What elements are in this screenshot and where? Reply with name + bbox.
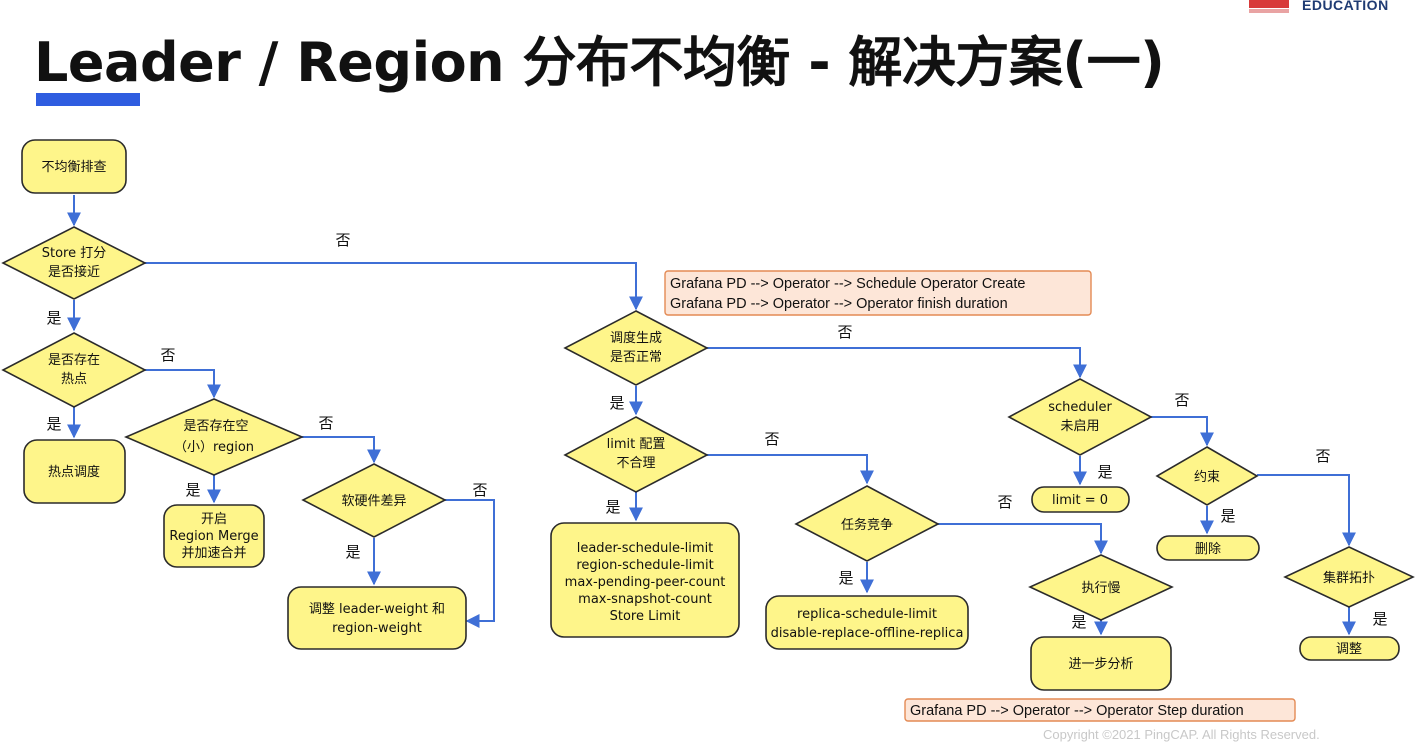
svg-text:Grafana PD --> Operator --> Sc: Grafana PD --> Operator --> Schedule Ope… xyxy=(670,276,1025,292)
node-text: 不均衡排查 xyxy=(41,160,106,175)
operator-note: Grafana PD --> Operator --> Schedule Ope… xyxy=(664,270,1092,316)
edge-scheduler-no xyxy=(1151,416,1214,447)
edge-schedule-no xyxy=(707,347,1087,379)
label-no: 否 xyxy=(318,414,333,432)
label-no: 否 xyxy=(160,346,175,364)
svg-text:Region Merge: Region Merge xyxy=(169,529,258,544)
node-slow-exec: 执行慢 xyxy=(1028,554,1174,621)
label-no: 否 xyxy=(764,430,779,448)
svg-text:开启: 开启 xyxy=(201,512,227,527)
svg-text:进一步分析: 进一步分析 xyxy=(1068,657,1133,672)
label-no: 否 xyxy=(1174,391,1189,409)
svg-text:热点: 热点 xyxy=(61,372,87,387)
node-limit-config: limit 配置 不合理 xyxy=(563,416,709,493)
label-yes: 是 xyxy=(46,309,61,327)
label-yes: 是 xyxy=(1071,613,1086,631)
label-no: 否 xyxy=(837,323,852,341)
copyright-text: Copyright ©2021 PingCAP. All Rights Rese… xyxy=(1043,727,1320,742)
node-limit-list: leader-schedule-limit region-schedule-li… xyxy=(550,522,740,638)
svg-text:Grafana PD --> Operator --> Op: Grafana PD --> Operator --> Operator Ste… xyxy=(910,703,1244,719)
node-hotspot: 是否存在 热点 xyxy=(1,332,147,408)
svg-text:是否存在: 是否存在 xyxy=(48,353,100,368)
svg-text:max-snapshot-count: max-snapshot-count xyxy=(578,592,712,607)
label-yes: 是 xyxy=(46,415,61,433)
svg-text:软硬件差异: 软硬件差异 xyxy=(341,494,406,509)
svg-text:任务竞争: 任务竞争 xyxy=(841,517,893,533)
svg-text:热点调度: 热点调度 xyxy=(48,464,100,480)
svg-text:删除: 删除 xyxy=(1195,542,1221,557)
label-yes: 是 xyxy=(1097,463,1112,481)
svg-text:replica-schedule-limit: replica-schedule-limit xyxy=(797,607,937,622)
node-scheduler-off: scheduler 未启用 xyxy=(1007,378,1153,456)
svg-text:集群拓扑: 集群拓扑 xyxy=(1323,570,1375,586)
edge-constraint-no xyxy=(1257,474,1356,547)
svg-text:不合理: 不合理 xyxy=(616,456,655,471)
svg-text:max-pending-peer-count: max-pending-peer-count xyxy=(565,575,726,590)
svg-text:并加速合并: 并加速合并 xyxy=(181,546,246,561)
svg-text:Grafana PD --> Operator --> Op: Grafana PD --> Operator --> Operator fin… xyxy=(670,296,1008,312)
edge-store-no xyxy=(145,262,643,311)
svg-text:是否正常: 是否正常 xyxy=(610,350,662,365)
node-further-analysis: 进一步分析 xyxy=(1030,636,1172,691)
node-hot-schedule: 热点调度 xyxy=(23,439,126,504)
edge-task-no xyxy=(938,523,1108,555)
edge-hw-no xyxy=(445,499,495,628)
node-limit-zero: limit = 0 xyxy=(1031,486,1130,513)
svg-text:约束: 约束 xyxy=(1194,470,1220,485)
edge-hotspot-no xyxy=(145,369,221,399)
edges xyxy=(67,195,1356,636)
node-adjust: 调整 xyxy=(1299,636,1400,661)
svg-text:limit = 0: limit = 0 xyxy=(1052,493,1108,508)
edge-limit-no xyxy=(707,454,874,485)
label-yes: 是 xyxy=(838,569,853,587)
label-yes: 是 xyxy=(345,543,360,561)
node-constraint: 约束 xyxy=(1155,446,1259,506)
node-region-merge: 开启 Region Merge 并加速合并 xyxy=(163,504,265,568)
label-no: 否 xyxy=(335,231,350,249)
edge-empty-no xyxy=(302,436,381,464)
node-empty-region: 是否存在空 （小）region xyxy=(123,398,305,476)
svg-text:调度生成: 调度生成 xyxy=(610,330,662,346)
node-hw-diff: 软硬件差异 xyxy=(301,463,447,538)
node-adjust-weight: 调整 leader-weight 和 region-weight xyxy=(287,586,467,650)
node-store-score: Store 打分 是否接近 xyxy=(1,226,147,300)
slide-title: Leader / Region 分布不均衡 - 解决方案(一) xyxy=(34,31,1165,94)
node-topology: 集群拓扑 xyxy=(1283,546,1415,608)
step-note: Grafana PD --> Operator --> Operator Ste… xyxy=(904,698,1296,722)
svg-text:是否存在空: 是否存在空 xyxy=(183,419,248,434)
label-yes: 是 xyxy=(1220,507,1235,525)
label-no: 否 xyxy=(997,493,1012,511)
edge-labels: 否 是 是 否 是 否 是 否 是 否 是 否 是 否 是 是 否 是 否 是 xyxy=(46,231,1387,631)
label-yes: 是 xyxy=(609,394,624,412)
svg-text:leader-schedule-limit: leader-schedule-limit xyxy=(577,541,714,556)
svg-text:未启用: 未启用 xyxy=(1060,419,1099,434)
svg-text:调整 leader-weight 和: 调整 leader-weight 和 xyxy=(309,602,445,617)
svg-text:调整: 调整 xyxy=(1336,642,1362,657)
label-yes: 是 xyxy=(185,481,200,499)
label-yes: 是 xyxy=(1372,610,1387,628)
svg-text:执行慢: 执行慢 xyxy=(1081,580,1120,596)
node-schedule-gen: 调度生成 是否正常 xyxy=(563,310,709,386)
label-no: 否 xyxy=(472,481,487,499)
node-delete: 删除 xyxy=(1156,535,1260,561)
label-no: 否 xyxy=(1315,447,1330,465)
pingcap-logo-icon xyxy=(1249,0,1289,14)
svg-text:scheduler: scheduler xyxy=(1048,400,1112,415)
education-label: EDUCATION xyxy=(1302,0,1389,13)
svg-text:Store 打分: Store 打分 xyxy=(42,246,107,261)
svg-text:region-weight: region-weight xyxy=(332,621,422,636)
svg-text:disable-replace-offline-replic: disable-replace-offline-replica xyxy=(771,626,964,641)
label-yes: 是 xyxy=(605,498,620,516)
title-underline xyxy=(36,93,140,106)
svg-text:limit 配置: limit 配置 xyxy=(607,437,666,452)
node-task-compete: 任务竞争 xyxy=(794,485,940,562)
svg-text:（小）region: （小）region xyxy=(174,440,254,455)
svg-text:Store Limit: Store Limit xyxy=(610,609,681,624)
svg-text:是否接近: 是否接近 xyxy=(48,264,100,280)
node-replica-list: replica-schedule-limit disable-replace-o… xyxy=(765,595,969,650)
svg-text:region-schedule-limit: region-schedule-limit xyxy=(576,558,713,573)
node-start: 不均衡排查 xyxy=(21,139,127,194)
